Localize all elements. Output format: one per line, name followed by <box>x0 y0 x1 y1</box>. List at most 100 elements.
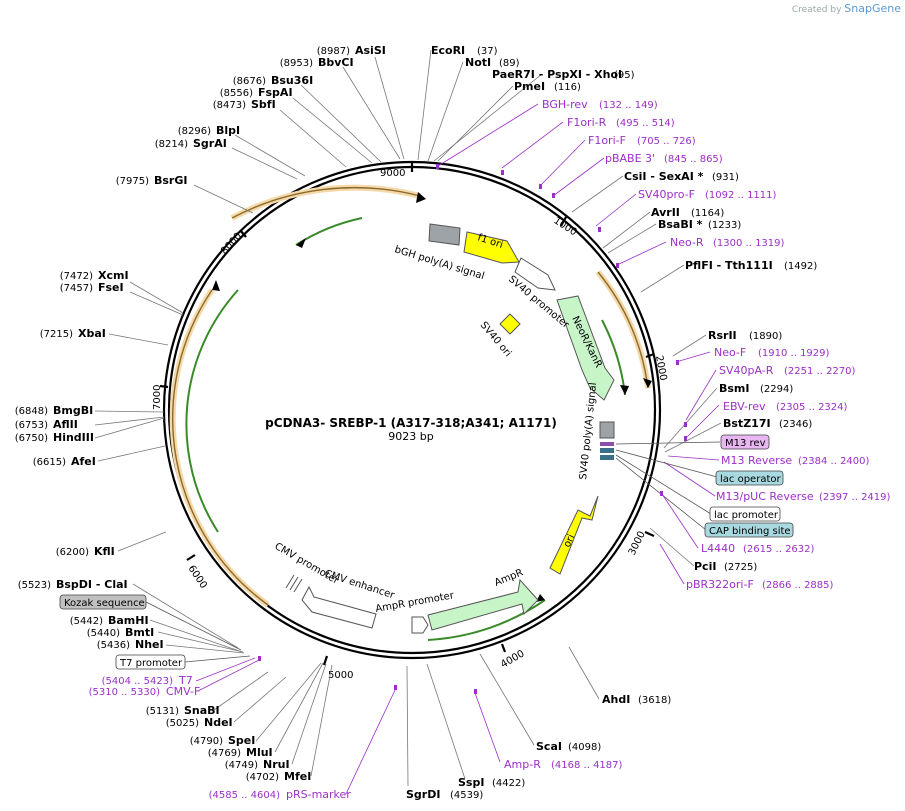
primer-pos: (1300 .. 1319) <box>713 238 785 249</box>
features <box>285 223 615 634</box>
tick-label-8000: 8000 <box>219 231 244 257</box>
enzyme-pos: (116) <box>554 82 581 93</box>
enzyme-pos: (2294) <box>760 384 793 395</box>
primer-pos: (2866 .. 2885) <box>762 580 834 591</box>
ampr-promoter-feature <box>411 616 429 634</box>
primer-pbr322ori-f: pBR322ori-F <box>686 578 754 591</box>
enzyme-pos: (4790) <box>190 736 223 747</box>
sv40-polya-label: SV40 poly(A) signal <box>578 382 599 480</box>
kozak-sequence-label: Kozak sequence <box>64 598 145 609</box>
m13-rev-mark <box>600 442 614 446</box>
enzyme-pos: (7457) <box>60 283 93 294</box>
primer-cmv-f: CMV-F <box>166 685 200 698</box>
enzyme-kfli: KflI <box>94 545 115 558</box>
tick-marks <box>159 162 655 666</box>
enzyme-fspai: FspAI <box>258 86 293 99</box>
enzyme-pos: (5523) <box>18 580 51 591</box>
snapgene-logo: SnapGene <box>844 2 901 15</box>
enzyme-scai: ScaI <box>536 740 562 753</box>
enzyme-sgrai: SgrAI <box>193 137 227 150</box>
enzyme-pos: (1890) <box>749 331 782 342</box>
t7-promoter-label: T7 promoter <box>119 658 183 669</box>
enzyme-mfei: MfeI <box>284 770 311 783</box>
enzyme-pos: (4098) <box>568 742 601 753</box>
enzyme-pcii: PciI <box>694 560 716 573</box>
primer-pos: (5310 .. 5330) <box>89 687 161 698</box>
enzyme-bsrgi: BsrGI <box>154 174 187 187</box>
enzyme-pos: (1492) <box>784 261 817 272</box>
enzyme-mlui: MluI <box>246 746 273 759</box>
enzyme-snabi: SnaBI <box>184 704 220 717</box>
lac-promoter-box <box>709 506 781 522</box>
f1-ori-feature <box>463 231 520 264</box>
enzyme-aflii: AflII <box>53 418 78 431</box>
enzyme-pos: (95) <box>614 70 635 81</box>
neor-kanr-feature <box>556 295 615 401</box>
enzyme-pos: (4539) <box>450 790 483 801</box>
enzyme-pos: (5131) <box>146 706 179 717</box>
primer-f1ori-f: F1ori-F <box>588 134 626 147</box>
primer-pbabe-3: pBABE 3' <box>605 152 655 165</box>
primer-pos: (1910 .. 1929) <box>758 348 830 359</box>
orf-arc-right-line <box>597 271 649 389</box>
arc-arrowhead-left <box>212 280 220 291</box>
enzyme-bsu36i: Bsu36I <box>271 74 313 87</box>
arc-arrowhead-right-green <box>620 385 629 395</box>
primer-sv40pro-f: SV40pro-F <box>638 188 695 201</box>
green-arc-bottom <box>427 599 546 641</box>
tick-label-6000: 6000 <box>186 564 209 591</box>
cmv-promoter-label: CMV promoter <box>273 541 342 587</box>
m13-rev-box <box>720 434 770 450</box>
enzyme-pos: (7215) <box>40 329 73 340</box>
primer-pos: (132 .. 149) <box>599 100 658 111</box>
primer-pos: (2384 .. 2400) <box>798 456 870 467</box>
ori-feature <box>549 495 599 575</box>
primer-pos: (845 .. 865) <box>664 154 723 165</box>
created-by-snapgene: Created by SnapGene <box>792 2 901 15</box>
enzyme-pos: (6848) <box>15 406 48 417</box>
tick-label-7000: 7000 <box>152 385 163 410</box>
enzyme-pos: (7472) <box>60 271 93 282</box>
enzyme-pos: (4702) <box>246 772 279 783</box>
enzyme-pos: (8987) <box>317 46 350 57</box>
leader-lines <box>94 49 722 787</box>
arc-arrowhead-right <box>643 378 652 388</box>
enzyme-pos: (7975) <box>116 176 149 187</box>
enzyme-pos: (5440) <box>87 628 120 639</box>
enzyme-pos: (4422) <box>492 778 525 789</box>
enzyme-hindiii: HindIII <box>53 431 94 444</box>
enzyme-nrui: NruI <box>263 758 290 771</box>
primer-m13-puc-reverse: M13/pUC Reverse <box>716 490 814 503</box>
enzyme-pos: (8296) <box>178 126 211 137</box>
enzyme-bbvci: BbvCI <box>318 56 354 69</box>
lac-operator-box <box>715 470 784 486</box>
enzyme-pos: (3618) <box>638 695 671 706</box>
orf-arc-left-line <box>172 289 269 606</box>
enzyme-ndei: NdeI <box>204 716 233 729</box>
tick-label-4000: 4000 <box>499 648 527 670</box>
enzyme-pos: (1164) <box>691 208 724 219</box>
enzyme-pos: (37) <box>477 46 498 57</box>
primer-pos: (5404 .. 5423) <box>102 676 174 687</box>
t7-promoter-box <box>115 654 186 670</box>
enzyme-bspdi-clai: BspDI - ClaI <box>56 578 128 591</box>
cmv-enhancer-feature <box>301 585 377 629</box>
enzyme-pos: (8556) <box>220 88 253 99</box>
enzyme-pos: (931) <box>712 172 739 183</box>
primer-pos: (1092 .. 1111) <box>705 190 777 201</box>
enzyme-pos: (6753) <box>15 420 48 431</box>
primer-pos: (2305 .. 2324) <box>776 402 848 413</box>
enzyme-bamhi: BamHI <box>108 614 149 627</box>
enzyme-noti: NotI <box>465 56 491 69</box>
created-by-text: Created by <box>791 5 842 15</box>
sv40-ori-feature <box>499 313 521 335</box>
enzyme-sgrdi: SgrDI <box>406 788 440 801</box>
enzyme-pflfi-tth111i: PflFI - Tth111I <box>685 259 773 272</box>
primer-bgh-rev: BGH-rev <box>542 98 588 111</box>
enzyme-pos: (5025) <box>166 718 199 729</box>
enzyme-spei: SpeI <box>228 734 255 747</box>
enzyme-pos: (2346) <box>779 419 812 430</box>
enzyme-blpi: BlpI <box>216 124 240 137</box>
green-arc-top <box>295 217 363 246</box>
primer-pos: (2397 .. 2419) <box>819 492 891 503</box>
